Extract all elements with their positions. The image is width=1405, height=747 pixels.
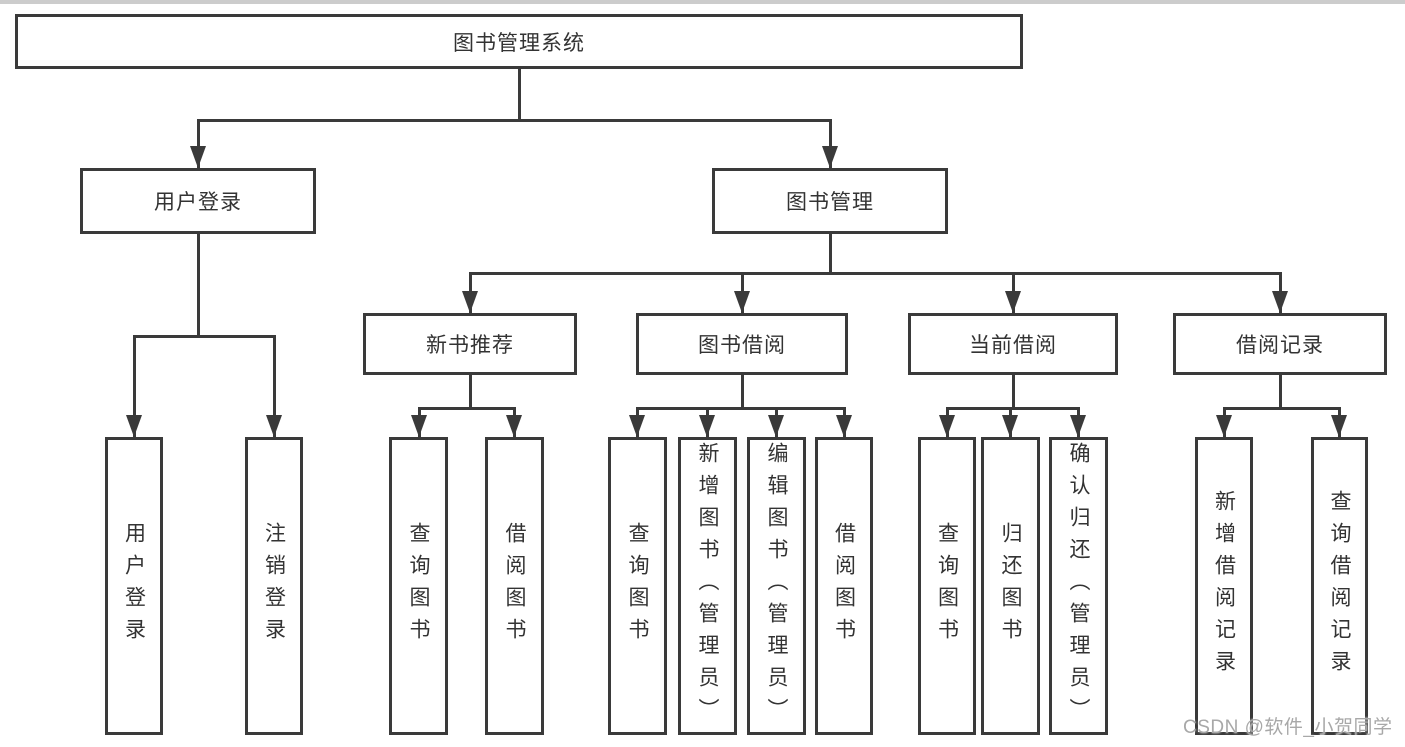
- node-book-borrow: 图书借阅: [636, 313, 848, 375]
- arrow-down-icon: [734, 291, 750, 313]
- connector-root-rake: [197, 119, 832, 122]
- connector-stem: [469, 375, 472, 407]
- connector-rake: [946, 407, 1080, 410]
- leaf-query-books-borrow: 查询图书: [608, 437, 667, 735]
- leaf-return-books: 归还图书: [981, 437, 1040, 735]
- leaf-label: 新增图书（管理员）: [696, 442, 719, 730]
- node-new-book-recommend: 新书推荐: [363, 313, 577, 375]
- leaf-borrow-books: 借阅图书: [815, 437, 873, 735]
- node-root: 图书管理系统: [15, 14, 1023, 69]
- node-book-borrow-label: 图书借阅: [698, 334, 786, 357]
- arrow-down-icon: [506, 415, 522, 437]
- connector-stem: [1012, 375, 1015, 407]
- leaf-label: 借阅图书: [503, 522, 526, 650]
- leaf-add-borrow-record: 新增借阅记录: [1195, 437, 1253, 735]
- connector-rake: [636, 407, 846, 410]
- arrow-down-icon: [699, 415, 715, 437]
- node-new-book-recommend-label: 新书推荐: [426, 334, 514, 357]
- connector-drop-book-management: [829, 119, 832, 168]
- node-root-label: 图书管理系统: [453, 31, 585, 55]
- leaf-label: 注销登录: [262, 522, 286, 650]
- connector-stem: [741, 375, 744, 407]
- leaf-label: 用户登录: [122, 522, 146, 650]
- connector-rake: [1223, 407, 1341, 410]
- leaf-borrow-books-newbooks: 借阅图书: [485, 437, 544, 735]
- leaf-label: 编辑图书（管理员）: [765, 442, 788, 730]
- arrow-down-icon: [1005, 291, 1021, 313]
- watermark: CSDN @软件_小贺同学: [1183, 717, 1393, 738]
- connector-stem: [1279, 375, 1282, 407]
- connector-rake: [418, 407, 516, 410]
- connector-drop-user-login: [197, 119, 200, 168]
- node-current-borrow: 当前借阅: [908, 313, 1118, 375]
- leaf-label: 新增借阅记录: [1212, 490, 1236, 682]
- leaf-add-books-admin: 新增图书（管理员）: [678, 437, 737, 735]
- leaf-query-borrow-record: 查询借阅记录: [1311, 437, 1368, 735]
- leaf-label: 查询借阅记录: [1328, 490, 1351, 682]
- arrow-down-icon: [1002, 415, 1018, 437]
- page-top-border: [0, 0, 1405, 4]
- leaf-logout: 注销登录: [245, 437, 303, 735]
- connector-drop: [133, 335, 136, 437]
- arrow-down-icon: [1331, 415, 1347, 437]
- arrow-down-icon: [629, 415, 645, 437]
- leaf-label: 查询图书: [407, 522, 430, 650]
- node-book-management-label: 图书管理: [786, 191, 874, 214]
- arrow-down-icon: [768, 415, 784, 437]
- arrow-down-icon: [190, 146, 206, 168]
- arrow-down-icon: [836, 415, 852, 437]
- leaf-label: 借阅图书: [832, 522, 856, 650]
- leaf-label: 查询图书: [626, 522, 649, 650]
- node-user-login-label: 用户登录: [154, 191, 242, 214]
- arrow-down-icon: [822, 146, 838, 168]
- arrow-down-icon: [1216, 415, 1232, 437]
- connector-userlogin-rake: [133, 335, 276, 338]
- arrow-down-icon: [411, 415, 427, 437]
- leaf-query-books-current: 查询图书: [918, 437, 976, 735]
- connector-drop: [273, 335, 276, 437]
- leaf-label: 确认归还（管理员）: [1067, 442, 1090, 730]
- arrow-down-icon: [1070, 415, 1086, 437]
- leaf-user-login: 用户登录: [105, 437, 163, 735]
- leaf-query-books-newbooks: 查询图书: [389, 437, 448, 735]
- leaf-label: 归还图书: [999, 522, 1022, 650]
- arrow-down-icon: [266, 415, 282, 437]
- connector-root-stem: [518, 69, 521, 119]
- connector-bookmgmt-stem: [829, 234, 832, 272]
- node-current-borrow-label: 当前借阅: [969, 334, 1057, 357]
- leaf-confirm-return-admin: 确认归还（管理员）: [1049, 437, 1108, 735]
- connector-bookmgmt-rake: [469, 272, 1282, 275]
- node-user-login: 用户登录: [80, 168, 316, 234]
- connector-userlogin-stem: [197, 234, 200, 335]
- arrow-down-icon: [939, 415, 955, 437]
- arrow-down-icon: [126, 415, 142, 437]
- node-book-management: 图书管理: [712, 168, 948, 234]
- node-borrow-records-label: 借阅记录: [1236, 334, 1324, 357]
- arrow-down-icon: [462, 291, 478, 313]
- leaf-label: 查询图书: [935, 522, 959, 650]
- arrow-down-icon: [1272, 291, 1288, 313]
- leaf-edit-books-admin: 编辑图书（管理员）: [747, 437, 806, 735]
- node-borrow-records: 借阅记录: [1173, 313, 1387, 375]
